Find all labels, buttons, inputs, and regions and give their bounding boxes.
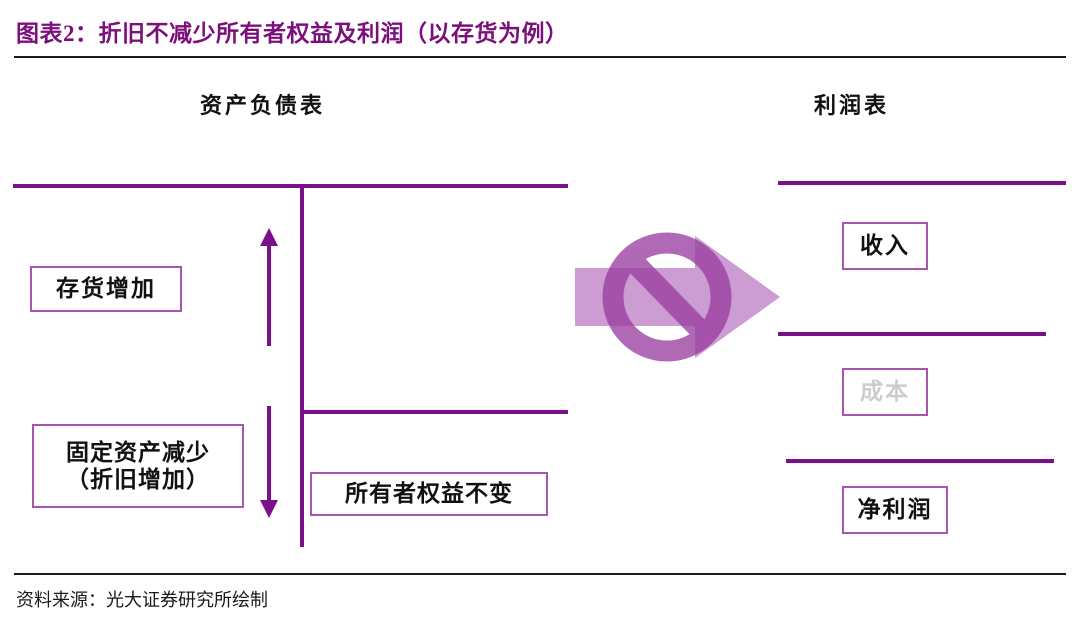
balance-sheet-divider [300,186,304,547]
income-statement-rule-1 [778,181,1066,185]
income-statement-rule-3 [786,459,1054,463]
figure-title: 图表2：折旧不减少所有者权益及利润（以存货为例） [16,21,569,46]
balance-sheet-top-rule [13,184,568,188]
node-cost[interactable]: 成本 [842,368,928,416]
node-inventory-increase[interactable]: 存货增加 [30,266,182,312]
header-divider [14,56,1066,58]
arrow-up-icon [256,228,282,346]
node-label-line-2: （折旧增加） [66,467,210,492]
arrow-down-icon [256,406,282,518]
node-label: 成本 [860,379,910,405]
node-label-line-1: 固定资产减少 [66,439,210,465]
balance-sheet-equity-rule [300,410,568,414]
blocked-right-arrow-icon [575,232,785,362]
node-fixed-assets-decrease[interactable]: 固定资产减少 （折旧增加） [32,424,244,508]
panel-heading-income-statement: 利润表 [814,93,890,118]
node-net-profit[interactable]: 净利润 [842,486,948,534]
node-label: 存货增加 [56,276,156,302]
node-label: 净利润 [857,497,933,523]
income-statement-rule-2 [778,332,1046,336]
node-revenue[interactable]: 收入 [842,222,928,270]
node-label: 所有者权益不变 [345,481,513,507]
footer-divider [14,573,1066,575]
source-note: 资料来源：光大证券研究所绘制 [16,590,268,610]
node-label: 收入 [860,233,910,259]
panel-heading-balance-sheet: 资产负债表 [200,93,326,118]
node-owners-equity-unchanged[interactable]: 所有者权益不变 [310,472,548,516]
